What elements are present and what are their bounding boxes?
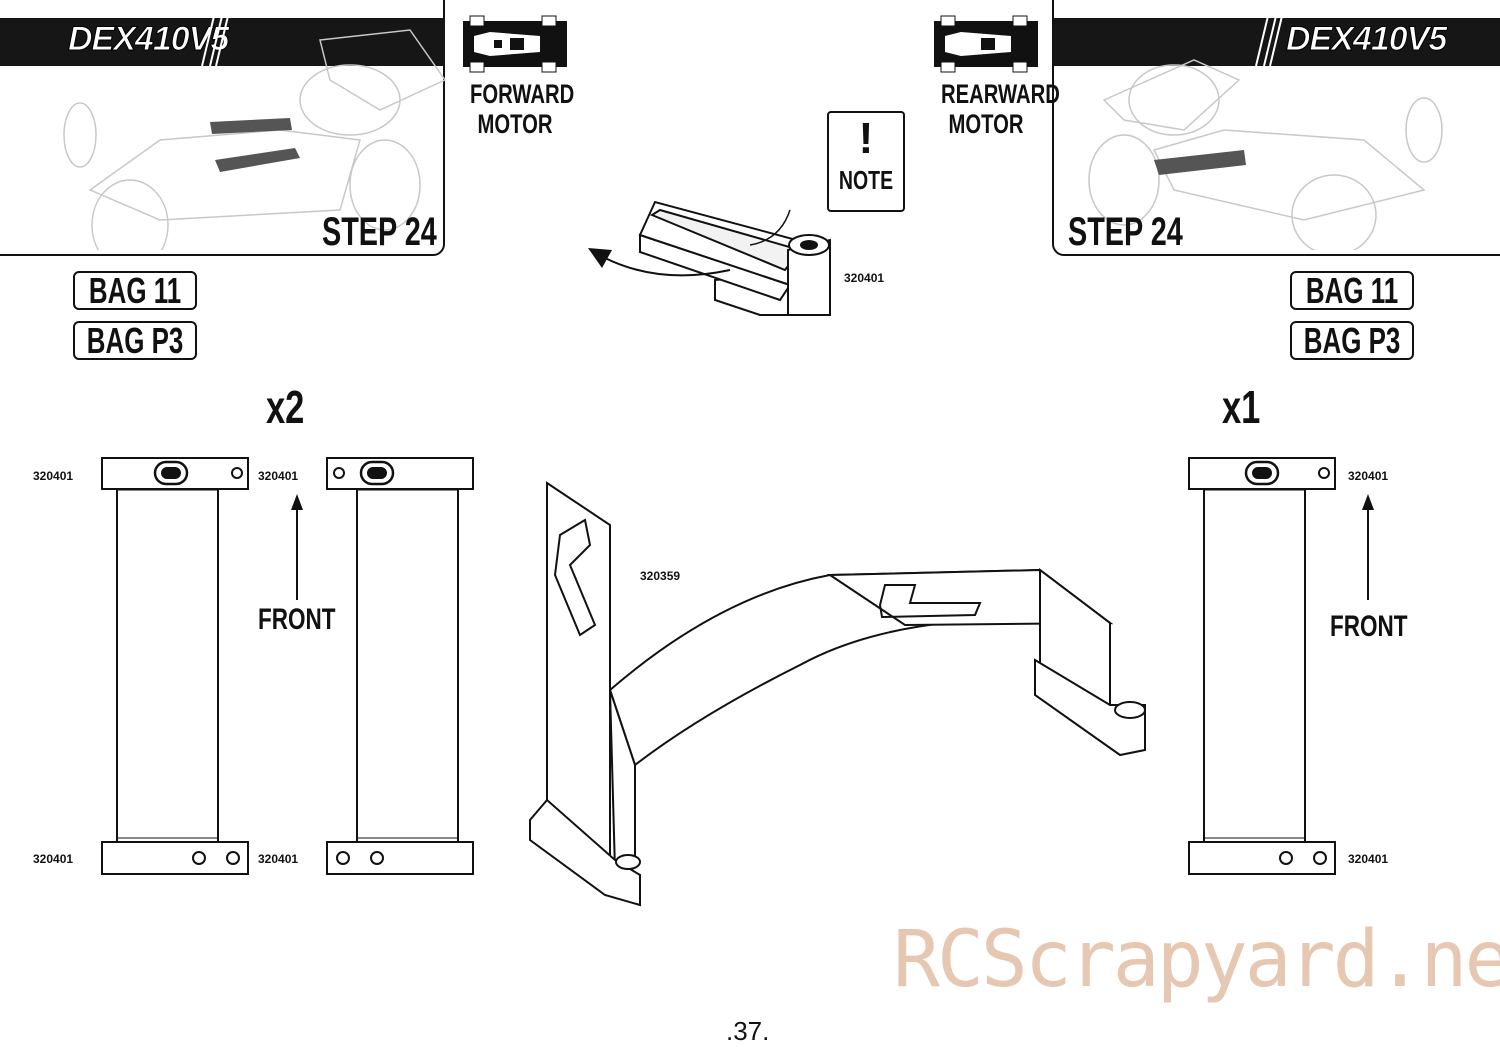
part-number: 320401 [844,271,885,285]
brace-3d-illustration [529,481,1146,907]
bag-badge: BAG 11 [1290,270,1414,311]
step-number: STEP 24 [322,210,437,254]
step-number: STEP 24 [1068,210,1183,254]
page-number: .37. [726,1016,770,1046]
stripe-decoration [1255,16,1283,66]
part-number: 320401 [258,852,299,866]
part-number: 320401 [1348,469,1389,483]
bag-badge: BAG P3 [1290,320,1414,361]
brace-front-view-pair [101,457,474,875]
dex410-logo: DEX410V5 [67,20,229,59]
front-label: FRONT [258,603,336,636]
watermark: RCScrapyard.net [893,915,1500,1005]
quantity-label: x1 [1222,381,1261,433]
front-label: FRONT [1330,610,1408,643]
motor-label-line1: FORWARD [470,79,575,109]
quantity-label: x2 [266,381,305,433]
header-band [1054,18,1500,66]
note-box: ! NOTE [827,111,905,212]
brace-top-view-illustration [588,200,831,316]
car-illustration [1088,59,1443,250]
bag-badge: BAG P3 [73,320,197,361]
part-number: 320401 [33,852,74,866]
motor-label-line1: REARWARD [941,79,1060,109]
step-panel-rearward: DEX410V5 STEP 24 [1052,0,1500,256]
dex410-logo: DEX410V5 [1285,20,1447,59]
part-number: 320401 [33,469,74,483]
note-label: NOTE [838,165,894,195]
part-number: 320401 [1348,852,1389,866]
chassis-rearward-motor-icon [934,15,1038,73]
motor-label-line2: MOTOR [477,109,553,139]
exclamation-icon: ! [858,114,874,163]
bag-badge: BAG 11 [73,270,197,311]
part-number: 320359 [640,569,681,583]
motor-label-line2: MOTOR [948,109,1024,139]
car-illustration [63,29,447,250]
step-panel-forward: DEX410V5 STEP 24 [0,0,447,256]
brace-front-view-single [1188,457,1374,875]
rearward-motor-badge: REARWARD MOTOR [926,14,1060,139]
stripe-decoration [201,16,229,66]
chassis-forward-motor-icon [463,15,567,73]
part-number: 320401 [258,469,299,483]
forward-motor-badge: FORWARD MOTOR [455,14,575,139]
